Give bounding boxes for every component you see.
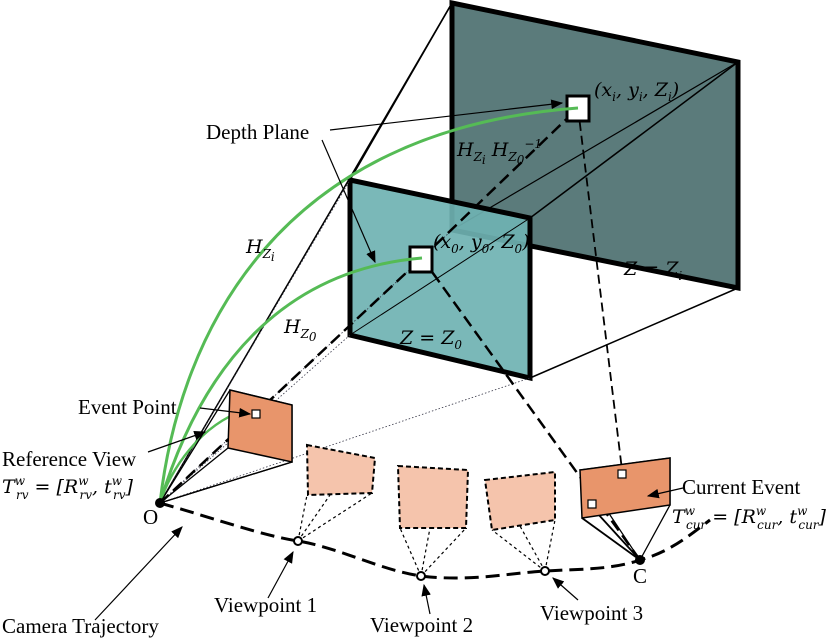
near-plane-diagonal bbox=[349, 217, 531, 336]
far-plane-diagonal bbox=[451, 61, 739, 231]
projection-ray bbox=[159, 257, 423, 504]
current-point-label: C bbox=[633, 564, 647, 588]
frustum-edge bbox=[529, 287, 739, 379]
current-event-arrow bbox=[646, 487, 684, 499]
virtual-view-3 bbox=[483, 470, 556, 572]
virtual-view-1 bbox=[297, 443, 377, 542]
current-frustum-edge bbox=[581, 517, 641, 561]
viewpoint-3-marker bbox=[540, 566, 550, 576]
camera-trajectory-label: Camera Trajectory bbox=[2, 614, 159, 638]
far-point-coordinates: (xi, yi, Zi) bbox=[594, 79, 679, 104]
projection-ray bbox=[577, 107, 623, 471]
reference-frustum-edge bbox=[159, 461, 293, 504]
projection-ray bbox=[421, 107, 579, 259]
near-point-coordinates: (x0, y0, Z0) bbox=[433, 231, 530, 256]
viewpoint-2-arrow bbox=[421, 583, 431, 615]
homography-z0-label: HZ0 bbox=[283, 316, 317, 344]
virtual-view-2 bbox=[396, 464, 470, 577]
event-point-marker bbox=[251, 409, 261, 419]
near-plane-equation: Z = Z0 bbox=[399, 327, 462, 352]
viewpoint-3-label: Viewpoint 3 bbox=[540, 601, 643, 625]
reference-view-arrow bbox=[147, 431, 207, 453]
near-depth-plane bbox=[347, 176, 533, 382]
current-point bbox=[635, 555, 645, 565]
trajectory-arrow bbox=[94, 526, 183, 621]
reference-view-label: Reference View bbox=[2, 447, 137, 471]
homography-curve-zi bbox=[158, 106, 579, 504]
homography-curve-z0 bbox=[158, 256, 423, 504]
current-event-marker bbox=[617, 469, 627, 479]
depth-plane-label: Depth Plane bbox=[206, 120, 309, 144]
reference-frustum-edge bbox=[159, 447, 229, 504]
viewpoint-1-marker bbox=[293, 536, 303, 546]
viewpoint-2-marker bbox=[416, 571, 426, 581]
viewpoint-2-label: Viewpoint 2 bbox=[370, 613, 473, 637]
depth-plane-arrow bbox=[321, 139, 376, 264]
current-view-image-plane bbox=[579, 457, 671, 519]
viewpoint-3-arrow bbox=[552, 577, 579, 601]
reference-view-image-plane bbox=[227, 389, 293, 463]
event-point-label: Event Point bbox=[78, 395, 177, 419]
current-frustum-edge bbox=[597, 513, 641, 561]
frustum-edge bbox=[529, 61, 739, 219]
current-event-label: Current Event bbox=[682, 475, 801, 499]
origin-label: O bbox=[143, 505, 158, 529]
far-plane-equation: Z = Zi bbox=[623, 258, 682, 283]
dotted-ray bbox=[159, 179, 351, 504]
current-event-marker bbox=[587, 499, 597, 509]
depth-plane-arrow bbox=[329, 99, 564, 131]
viewpoint-1-arrow bbox=[267, 550, 294, 599]
homography-zi-label: HZi bbox=[245, 236, 275, 264]
frustum-edge bbox=[159, 2, 453, 504]
event-point-arrow bbox=[199, 407, 252, 418]
origin-point bbox=[155, 498, 165, 508]
viewpoint-1-label: Viewpoint 1 bbox=[214, 593, 317, 617]
